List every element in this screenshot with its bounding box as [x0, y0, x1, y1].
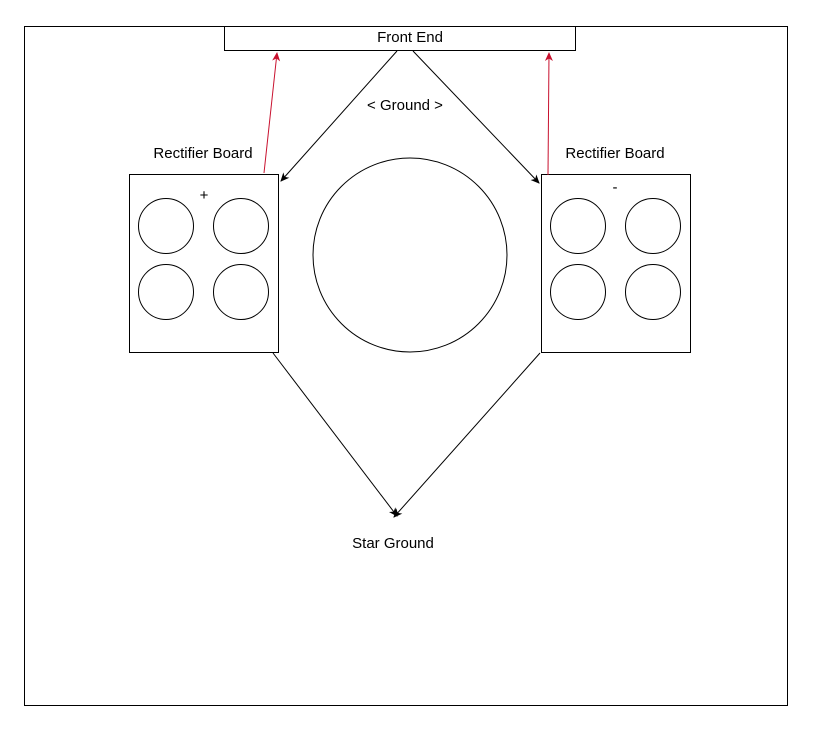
capacitor-right-3 — [550, 264, 606, 320]
negative-sign: - — [613, 179, 618, 196]
capacitor-left-3 — [138, 264, 194, 320]
transformer-circle — [312, 157, 508, 353]
supply-wire-right-to-front-end — [544, 52, 553, 176]
front-end-label: Front End — [377, 29, 443, 46]
capacitor-left-1 — [138, 198, 194, 254]
capacitor-left-2 — [213, 198, 269, 254]
ground-wire-to-right-board — [412, 50, 540, 184]
capacitor-right-1 — [550, 198, 606, 254]
capacitor-left-4 — [213, 264, 269, 320]
star-ground-label: Star Ground — [352, 535, 434, 552]
capacitor-right-4 — [625, 264, 681, 320]
ground-label: < Ground > — [367, 97, 443, 114]
positive-sign: + — [200, 187, 209, 204]
left-board-to-star-ground — [272, 352, 398, 517]
chassis-outline — [24, 26, 788, 706]
rectifier-left-label: Rectifier Board — [153, 145, 252, 162]
rectifier-right-label: Rectifier Board — [565, 145, 664, 162]
supply-wire-left-to-front-end — [263, 52, 281, 174]
front-end-box: Front End — [224, 26, 576, 51]
rectifier-board-left: + — [129, 174, 279, 353]
capacitor-right-2 — [625, 198, 681, 254]
ground-wire-to-left-board — [280, 50, 398, 182]
rectifier-board-right: - — [541, 174, 691, 353]
right-board-to-star-ground — [393, 352, 541, 518]
